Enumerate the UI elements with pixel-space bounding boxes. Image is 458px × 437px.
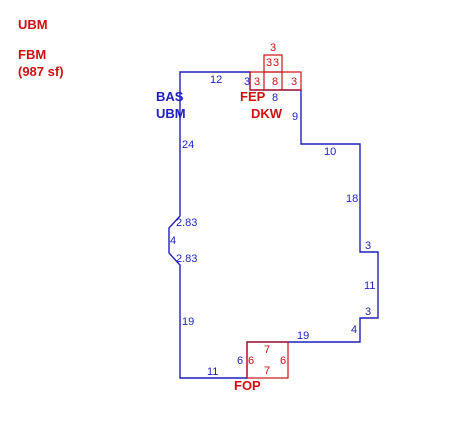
legend-sub-area: (987 sf) <box>18 64 64 79</box>
fop-outline <box>246 341 289 379</box>
area-label-bas: BAS <box>156 89 184 104</box>
area-label-fop: FOP <box>234 378 261 393</box>
area-label-dkw: DKW <box>251 106 283 121</box>
dim-bottom-right: 19 <box>297 330 309 342</box>
dim-step-a: 3 <box>244 76 250 88</box>
fop-dim-bottom: 7 <box>264 365 270 377</box>
dim-fop-side: 6 <box>237 355 243 367</box>
fep-dim-inner-a: 3 <box>266 57 272 69</box>
dim-diag: 4 <box>351 324 357 336</box>
dim-bevel-bottom: 2.83 <box>176 253 197 265</box>
area-label-fep: FEP <box>240 89 266 104</box>
fep-dim-mid: 8 <box>272 76 278 88</box>
fep-dim-right: 3 <box>291 76 297 88</box>
dim-notch-top: 3 <box>365 240 371 252</box>
dim-right-upper: 9 <box>292 111 298 123</box>
dim-bevel-mid: 4 <box>170 235 176 247</box>
area-label-ubm: UBM <box>156 106 186 121</box>
dim-top: 12 <box>210 74 222 86</box>
fep-dim-top: 3 <box>270 42 276 54</box>
dim-notch-side: 11 <box>364 280 375 292</box>
dim-left-upper: 24 <box>182 139 194 151</box>
dim-notch-bottom: 3 <box>365 306 371 318</box>
dim-left-lower: 19 <box>182 316 194 328</box>
dim-bevel-top: 2.83 <box>176 217 197 229</box>
fep-dim-inner-b: 3 <box>273 57 279 69</box>
fep-top-box <box>263 54 283 73</box>
dim-ledge-upper: 10 <box>324 146 336 158</box>
dim-step-b: 8 <box>272 92 278 104</box>
fop-dim-left: 6 <box>248 355 254 367</box>
dim-bottom-left: 11 <box>207 366 218 378</box>
dim-right-long: 18 <box>346 193 358 205</box>
legend-code: UBM <box>18 17 48 32</box>
fep-dim-left: 3 <box>254 76 260 88</box>
legend-sub-code: FBM <box>18 47 46 62</box>
fop-dim-right: 6 <box>280 355 286 367</box>
fop-dim-top: 7 <box>264 344 270 356</box>
